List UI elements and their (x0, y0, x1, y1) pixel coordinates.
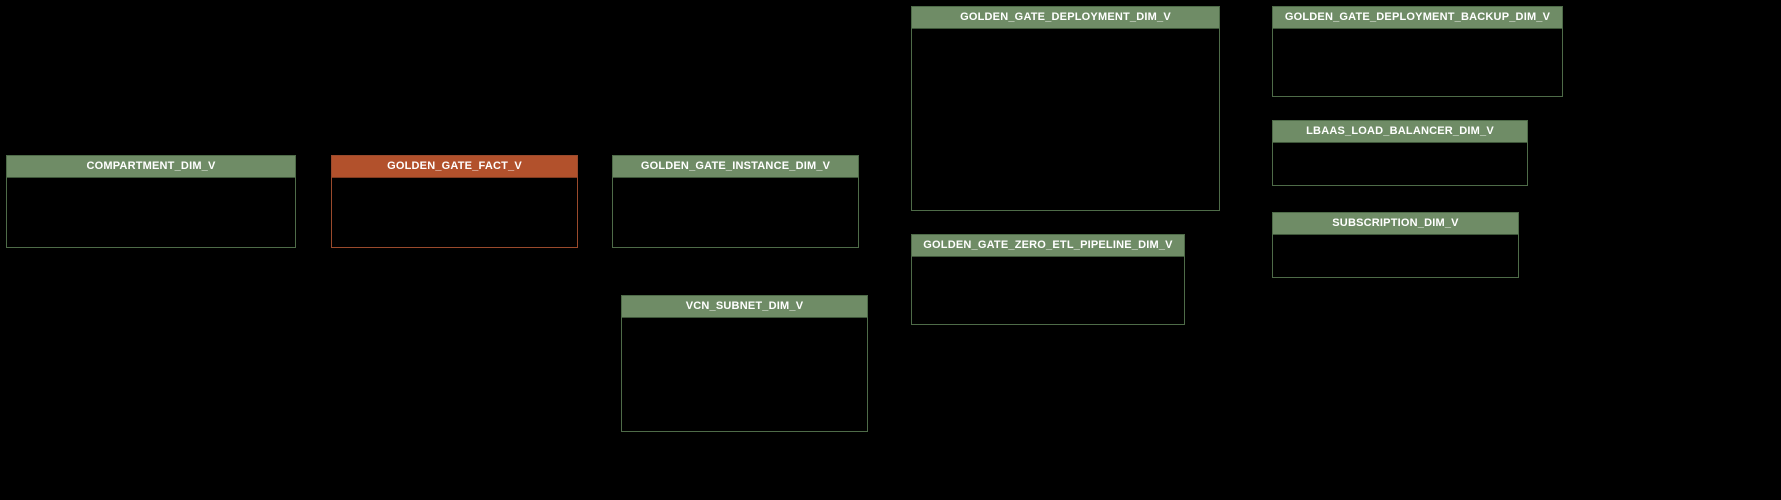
table-node-golden-gate-deployment-backup-dim-v[interactable]: GOLDEN_GATE_DEPLOYMENT_BACKUP_DIM_V (1272, 6, 1563, 97)
table-node-header: GOLDEN_GATE_ZERO_ETL_PIPELINE_DIM_V (912, 235, 1184, 257)
table-node-header: LBAAS_LOAD_BALANCER_DIM_V (1273, 121, 1527, 143)
table-node-vcn-subnet-dim-v[interactable]: VCN_SUBNET_DIM_V (621, 295, 868, 432)
table-node-body (613, 178, 858, 247)
table-node-body (1273, 143, 1527, 185)
table-node-lbaas-load-balancer-dim-v[interactable]: LBAAS_LOAD_BALANCER_DIM_V (1272, 120, 1528, 186)
table-node-header: SUBSCRIPTION_DIM_V (1273, 213, 1518, 235)
table-node-golden-gate-deployment-dim-v[interactable]: GOLDEN_GATE_DEPLOYMENT_DIM_V (911, 6, 1220, 211)
table-node-subscription-dim-v[interactable]: SUBSCRIPTION_DIM_V (1272, 212, 1519, 278)
table-node-header: GOLDEN_GATE_DEPLOYMENT_DIM_V (912, 7, 1219, 29)
table-node-body (7, 178, 295, 247)
table-node-body (1273, 29, 1562, 96)
table-node-header: COMPARTMENT_DIM_V (7, 156, 295, 178)
table-node-body (1273, 235, 1518, 277)
table-node-compartment-dim-v[interactable]: COMPARTMENT_DIM_V (6, 155, 296, 248)
table-node-golden-gate-instance-dim-v[interactable]: GOLDEN_GATE_INSTANCE_DIM_V (612, 155, 859, 248)
table-node-body (912, 257, 1184, 324)
table-node-header: VCN_SUBNET_DIM_V (622, 296, 867, 318)
table-node-body (332, 178, 577, 247)
table-node-golden-gate-zero-etl-pipeline-dim-v[interactable]: GOLDEN_GATE_ZERO_ETL_PIPELINE_DIM_V (911, 234, 1185, 325)
table-node-header: GOLDEN_GATE_INSTANCE_DIM_V (613, 156, 858, 178)
table-node-body (912, 29, 1219, 210)
table-node-header: GOLDEN_GATE_DEPLOYMENT_BACKUP_DIM_V (1273, 7, 1562, 29)
table-node-body (622, 318, 867, 431)
table-node-golden-gate-fact-v[interactable]: GOLDEN_GATE_FACT_V (331, 155, 578, 248)
table-node-header: GOLDEN_GATE_FACT_V (332, 156, 577, 178)
